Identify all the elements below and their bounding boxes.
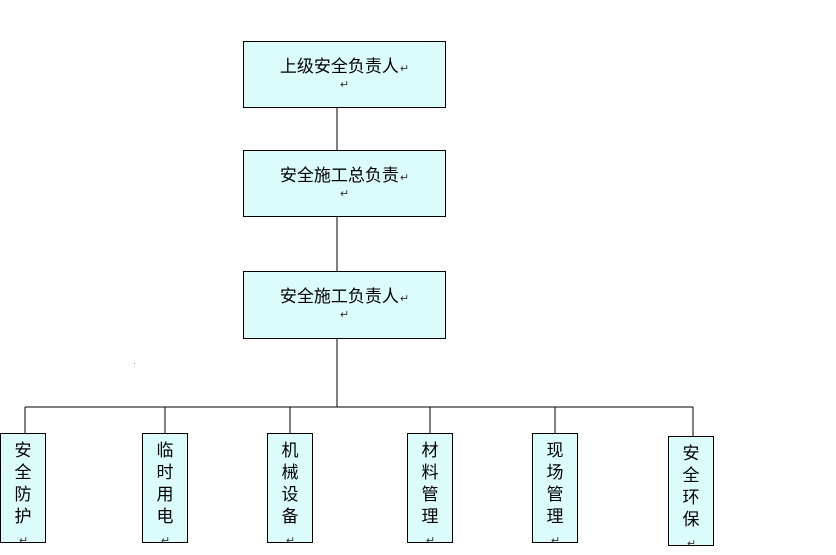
box-site-management: 现场管理↵ <box>532 433 578 547</box>
box-safety-construction-general: 安全施工总负责↵ ↵ <box>243 150 446 217</box>
connector-lines <box>24 108 694 436</box>
box-safety-protection: 安全防护↵ <box>0 433 46 547</box>
box-label: 安全施工负责人 <box>279 287 399 307</box>
box-label: 上级安全负责人 <box>279 57 399 77</box>
box-safety-environment: 安全环保↵ <box>668 436 714 550</box>
box-machinery-equipment: 机械设备↵ <box>267 433 313 547</box>
box-safety-construction-officer: 安全施工负责人↵ ↵ <box>243 271 446 339</box>
box-superior-safety-officer: 上级安全负责人↵ ↵ <box>243 41 446 108</box>
box-materials-management: 材料管理↵ <box>407 433 453 547</box>
box-label: 安全施工总负责 <box>279 166 399 186</box>
stray-dot <box>134 363 135 364</box>
box-temporary-power: 临时用电↵ <box>142 433 188 547</box>
